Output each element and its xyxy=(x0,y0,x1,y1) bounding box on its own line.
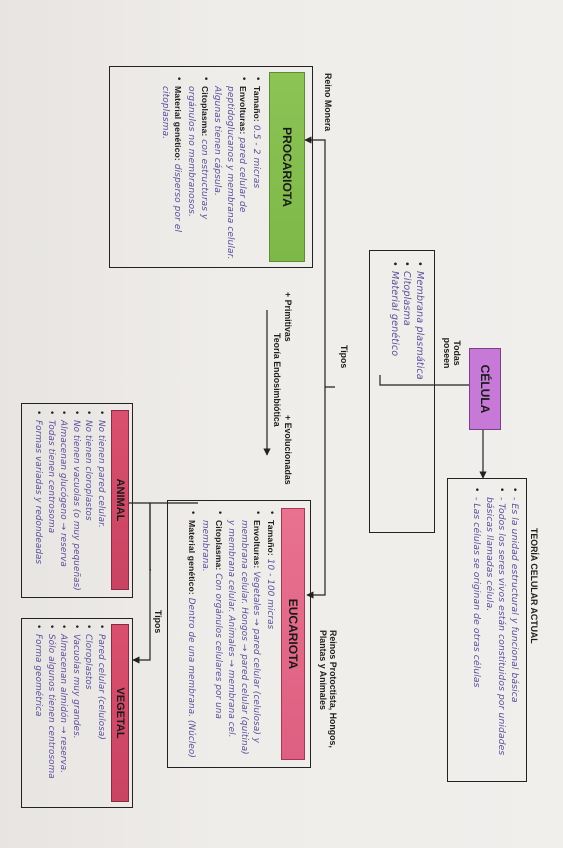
poseen-item: Citoplasma xyxy=(400,261,412,532)
eucariota-title-text: EUCARIOTA xyxy=(286,598,300,670)
line-trunk xyxy=(304,136,335,388)
vegetal-item: Cloroplastos xyxy=(82,624,95,804)
procariota-title: PROCARIOTA xyxy=(269,72,305,262)
eucariota-list: Tamaño: 10 - 100 micras Envolturas: Vege… xyxy=(185,510,277,762)
vegetal-title: VEGETAL xyxy=(111,624,129,802)
celula-title: CÉLULA xyxy=(469,348,501,430)
vegetal-title-text: VEGETAL xyxy=(114,687,126,739)
animal-item: Todas tienen centrosoma xyxy=(44,410,57,594)
procariota-item-envolturas: Envolturas: pared celular de peptidogluc… xyxy=(211,76,250,261)
procariota-item-tamano: Tamaño: 0.5 - 2 micras xyxy=(249,76,263,261)
animal-title-text: ANIMAL xyxy=(114,478,126,522)
animal-item: Almacenan glucógeno → reserva xyxy=(57,410,70,594)
mas-primitivas-label: + Primitivas xyxy=(283,292,293,342)
eucariota-item-citoplasma: Citoplasma: Con orgánulos celulares por … xyxy=(198,510,224,762)
animal-item: No tienen pared celular. xyxy=(94,410,107,594)
animal-list: No tienen pared celular. No tienen cloro… xyxy=(31,410,107,594)
todas-poseen-label: Todas poseen xyxy=(442,337,462,369)
procariota-item-citoplasma: Citoplasma: con estructuras y orgánulos … xyxy=(184,76,210,261)
celula-title-text: CÉLULA xyxy=(478,364,492,414)
procariota-item-material: Material genético: disperso por el citop… xyxy=(158,76,184,261)
tipos-label-bottom: Tipos xyxy=(153,610,163,634)
tipos-label-top: Tipos xyxy=(339,345,349,369)
vegetal-item: Pared celular (celulosa) xyxy=(94,624,107,804)
mas-evolucionadas-label: + Evolucionadas xyxy=(283,415,293,485)
eucariota-item-material: Material genético: Dentro de una membran… xyxy=(185,510,199,762)
procariota-list: Tamaño: 0.5 - 2 micras Envolturas: pared… xyxy=(158,76,263,261)
eucariota-title: EUCARIOTA xyxy=(281,508,305,760)
animal-title: ANIMAL xyxy=(111,410,129,590)
vegetal-item: Sólo algunos tienen centrosoma xyxy=(44,624,57,804)
reinos-eucariota-label: Reinos Protoctista, Hongos, Plantas y An… xyxy=(318,630,338,748)
eucariota-item-envolturas: Envolturas: Vegetales → pared celular (c… xyxy=(225,510,264,762)
animal-item: No tienen vacuolas (o muy pequeñas) xyxy=(69,410,82,594)
todas-poseen-box: Membrana plasmática Citoplasma Material … xyxy=(369,250,435,533)
teoria-item: - Las células se originan de otras célul… xyxy=(470,487,482,781)
vegetal-item: Almacenan almidón → reserva. xyxy=(57,624,70,804)
line-trunk-euc xyxy=(306,387,326,599)
teoria-item: - Todos los seres vivos están constituid… xyxy=(482,487,508,781)
vegetal-item: Forma geométrica xyxy=(31,624,44,804)
teoria-endosimbiotica-label: Teoría Endosimbiótica xyxy=(272,333,282,427)
reino-monera-label: Reino Monera xyxy=(323,73,333,132)
animal-item: Formas variadas y redondeadas xyxy=(31,410,44,594)
teoria-item: - Es la unidad estructural y funcional b… xyxy=(507,487,520,781)
teoria-title: TEORÍA CELULAR ACTUAL xyxy=(529,528,539,644)
vegetal-item: Vacuolas muy grandes. xyxy=(69,624,82,804)
arrow-vegetal xyxy=(132,645,151,664)
procariota-title-text: PROCARIOTA xyxy=(280,127,294,207)
eucariota-item-tamano: Tamaño: 10 - 100 micras xyxy=(263,510,277,762)
line-celula-poseen xyxy=(379,375,483,386)
poseen-item: Material genético xyxy=(387,261,400,532)
vegetal-list: Pared celular (celulosa) Cloroplastos Va… xyxy=(31,624,107,804)
teoria-box: - Es la unidad estructural y funcional b… xyxy=(447,478,527,782)
animal-item: No tienen cloroplastos xyxy=(82,410,95,594)
poseen-item: Membrana plasmática xyxy=(412,261,425,532)
